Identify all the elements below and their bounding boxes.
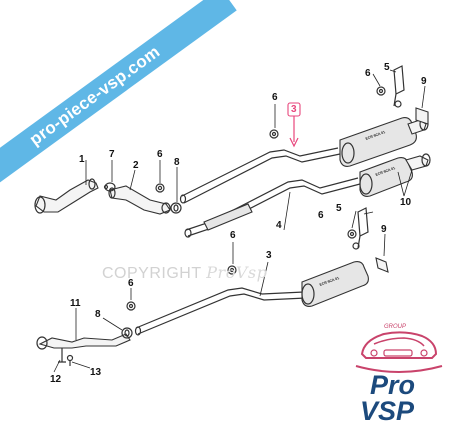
part-6-rubber-mid-right <box>347 229 360 250</box>
callout-2: 2 <box>133 160 139 171</box>
copyright-watermark: COPYRIGHT ProVsp <box>102 263 267 283</box>
callout-10: 10 <box>400 197 412 208</box>
part-9-tailpipe-mid <box>375 257 389 273</box>
callout-6-top: 6 <box>365 68 371 79</box>
part-8-clamp-lower <box>121 327 133 339</box>
highlight-arrow <box>287 102 301 148</box>
callout-8-top: 8 <box>174 157 180 168</box>
stamp-upper: ECR 9CA 01 <box>365 130 386 141</box>
muffler-upper: ECR 9CA 01 <box>339 117 417 167</box>
callout-9-mid: 9 <box>381 224 387 235</box>
part-5-bracket-upper <box>393 65 405 107</box>
part-3-rear-section-upper: ECR 9CA 01 <box>179 117 429 204</box>
part-5-bracket-mid <box>357 207 369 249</box>
watermark-script: ProVsp <box>206 263 268 282</box>
callout-6-topb: 6 <box>272 92 278 103</box>
provsp-logo: GROUP Pro VSP <box>344 320 454 432</box>
callout-3-low: 3 <box>266 250 272 261</box>
callout-8-low: 8 <box>95 309 101 320</box>
logo-group: GROUP <box>384 324 407 330</box>
part-6-rubber-mid <box>269 129 279 139</box>
leader-lines <box>53 69 426 373</box>
part-1-front-pipe <box>34 178 99 214</box>
part-9-tailpipe-upper <box>415 107 429 125</box>
part-13-bolt <box>66 354 74 366</box>
callout-12: 12 <box>50 374 62 385</box>
callout-7: 7 <box>109 149 115 160</box>
part-6-rubber-mid-lower <box>227 265 237 275</box>
part-6-rubber-lower <box>126 301 136 311</box>
callout-9-top: 9 <box>421 76 427 87</box>
part-6-hanger <box>155 183 165 193</box>
part-12-sensor <box>58 348 66 363</box>
stamp-upper-lower: ECR 9CA 01 <box>375 166 396 177</box>
callout-numbers: 1 2 3 3 4 5 5 6 6 6 6 6 6 7 8 8 9 9 10 1… <box>50 62 427 385</box>
stamp-lower: ECR 9CA 01 <box>319 276 340 287</box>
callout-4: 4 <box>276 220 282 231</box>
callout-3-top: 3 <box>291 104 297 115</box>
car-icon <box>355 331 443 373</box>
part-7-clamp <box>103 182 116 192</box>
callout-6-low: 6 <box>128 278 134 289</box>
part-3-rear-section-lower: ECR 9CA 01 <box>134 261 369 336</box>
callout-11: 11 <box>70 298 81 309</box>
part-11-front-pipe-lower <box>36 333 131 350</box>
part-2-catalyst <box>108 185 171 215</box>
callout-5-mid: 5 <box>336 203 342 214</box>
callout-5-top: 5 <box>384 62 390 73</box>
callout-6-midb: 6 <box>230 230 236 241</box>
callout-6-mid2: 6 <box>318 210 324 221</box>
part-4-intermediate-pipe: ECR 9CA 01 <box>184 153 431 238</box>
callout-6-mid: 6 <box>157 149 163 160</box>
logo-pro: Pro <box>370 370 416 400</box>
logo-vsp: VSP <box>360 396 415 426</box>
callout-1: 1 <box>79 154 85 165</box>
muffler-lower-upper: ECR 9CA 01 <box>359 157 413 197</box>
muffler-lower: ECR 9CA 01 <box>301 261 369 307</box>
part-8-clamp <box>170 202 182 214</box>
callout-13: 13 <box>90 367 102 378</box>
watermark-text: COPYRIGHT <box>102 265 202 282</box>
part-6-rubber-upper <box>376 86 402 108</box>
